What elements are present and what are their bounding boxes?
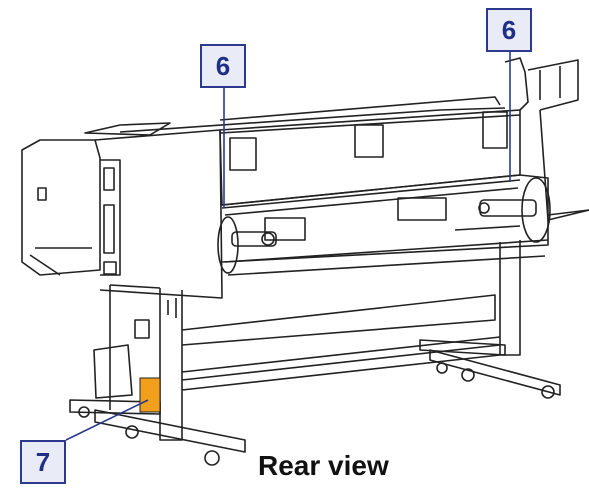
cross-bars bbox=[181, 294, 501, 391]
callout-7: 7 bbox=[20, 440, 66, 484]
callout-6-right: 6 bbox=[486, 8, 532, 52]
diagram-caption: Rear view bbox=[258, 450, 389, 481]
left-stand bbox=[69, 284, 246, 466]
roll-holder-left bbox=[217, 216, 277, 274]
right-side-unit bbox=[504, 57, 589, 221]
left-side-cover bbox=[21, 129, 223, 299]
top-cover bbox=[84, 96, 521, 136]
label-highlight bbox=[139, 377, 161, 413]
right-stand bbox=[419, 240, 561, 399]
main-body bbox=[219, 109, 549, 276]
leader-line-7 bbox=[65, 399, 149, 441]
callout-6-left: 6 bbox=[200, 44, 246, 88]
roll-holder-right bbox=[454, 177, 551, 243]
